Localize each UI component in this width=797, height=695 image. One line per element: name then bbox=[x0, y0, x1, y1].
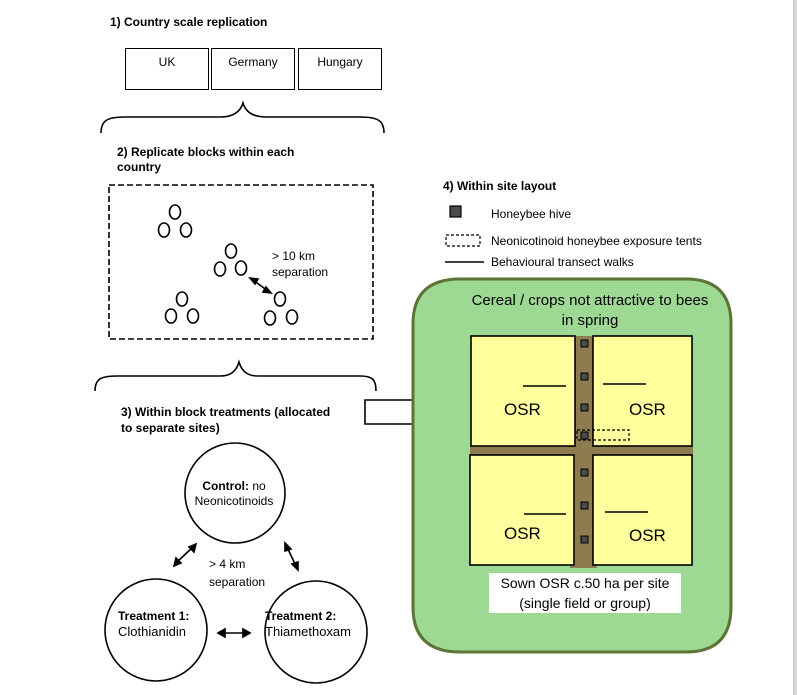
legend-hive-label: Honeybee hive bbox=[491, 207, 572, 221]
block-separation-arrow bbox=[248, 276, 273, 295]
arrow-treatment1-treatment2 bbox=[216, 627, 252, 639]
hive bbox=[580, 468, 589, 477]
osr-field-top-right bbox=[592, 335, 693, 447]
legend-transect-label: Behavioural transect walks bbox=[491, 255, 634, 269]
osr-label-bottom-left: OSR bbox=[504, 524, 541, 543]
site-caption-line2: (single field or group) bbox=[519, 595, 651, 611]
section3-heading-line1: 3) Within block treatments (allocated bbox=[121, 405, 331, 419]
legend-hive-icon bbox=[449, 205, 462, 218]
block-separation-line2: separation bbox=[272, 265, 329, 279]
control-title: Control: bbox=[202, 479, 249, 493]
osr-label-top-left: OSR bbox=[504, 400, 541, 419]
treatment-separation-line2: separation bbox=[209, 575, 266, 589]
exposure-tent bbox=[576, 429, 630, 441]
hive bbox=[580, 372, 589, 381]
brace-1 bbox=[100, 100, 385, 134]
section2-heading-line1: 2) Replicate blocks within each bbox=[117, 145, 295, 159]
country-box-germany: Germany bbox=[211, 48, 295, 90]
treatment2-title: Treatment 2: bbox=[265, 609, 337, 623]
treatment1-subtitle: Clothianidin bbox=[118, 624, 186, 639]
site-cluster-3 bbox=[164, 291, 200, 324]
legend-tent-label: Neonicotinoid honeybee exposure tents bbox=[491, 234, 702, 248]
hive bbox=[580, 431, 589, 440]
section4-heading: 4) Within site layout bbox=[443, 179, 557, 193]
site-title-line2: in spring bbox=[561, 312, 619, 329]
road-horizontal bbox=[470, 446, 693, 456]
section2-heading-line2: country bbox=[117, 160, 162, 174]
section1-heading: 1) Country scale replication bbox=[110, 15, 268, 29]
control-subtitle: Neonicotinoids bbox=[194, 494, 274, 508]
hive bbox=[580, 535, 589, 544]
control-label: Control: no Neonicotinoids bbox=[182, 479, 286, 509]
country-box-uk: UK bbox=[125, 48, 209, 90]
arrow-control-treatment2 bbox=[284, 541, 299, 572]
treatment1-label: Treatment 1: Clothianidin bbox=[104, 609, 218, 640]
control-title-suffix: no bbox=[248, 479, 266, 493]
page-edge bbox=[793, 0, 797, 695]
site-cluster-1 bbox=[157, 204, 193, 238]
control-circle bbox=[184, 442, 286, 544]
legend-tent-icon bbox=[445, 234, 481, 247]
treatment2-circle bbox=[264, 580, 368, 684]
osr-label-top-right: OSR bbox=[629, 400, 666, 419]
site-cluster-2 bbox=[213, 243, 248, 277]
osr-field-bottom-right bbox=[592, 454, 693, 566]
site-title-line1: Cereal / crops not attractive to bees bbox=[471, 292, 709, 309]
treatment-separation-line1: > 4 km bbox=[209, 557, 246, 571]
osr-field-bottom-left bbox=[469, 454, 575, 566]
hive bbox=[580, 339, 589, 348]
hive bbox=[580, 403, 589, 412]
site-caption-line1: Sown OSR c.50 ha per site bbox=[500, 575, 670, 591]
replicate-block-area bbox=[108, 184, 374, 340]
section3-heading-line2: to separate sites) bbox=[121, 421, 220, 435]
osr-field-top-left bbox=[470, 335, 576, 447]
osr-label-bottom-right: OSR bbox=[629, 526, 666, 545]
treatment1-circle bbox=[104, 578, 208, 682]
brace-2 bbox=[94, 359, 377, 392]
treatment2-subtitle: Thiamethoxam bbox=[265, 624, 351, 639]
site-title: Cereal / crops not attractive to bees in… bbox=[440, 291, 740, 331]
hive bbox=[580, 501, 589, 510]
treatment1-title: Treatment 1: bbox=[118, 609, 190, 623]
site-caption: Sown OSR c.50 ha per site (single field … bbox=[489, 573, 681, 613]
site-cluster-4 bbox=[263, 291, 299, 326]
treatment2-label: Treatment 2: Thiamethoxam bbox=[265, 609, 375, 640]
country-box-hungary: Hungary bbox=[298, 48, 382, 90]
arrow-control-treatment1 bbox=[172, 542, 198, 568]
block-separation-line1: > 10 km bbox=[272, 249, 316, 263]
